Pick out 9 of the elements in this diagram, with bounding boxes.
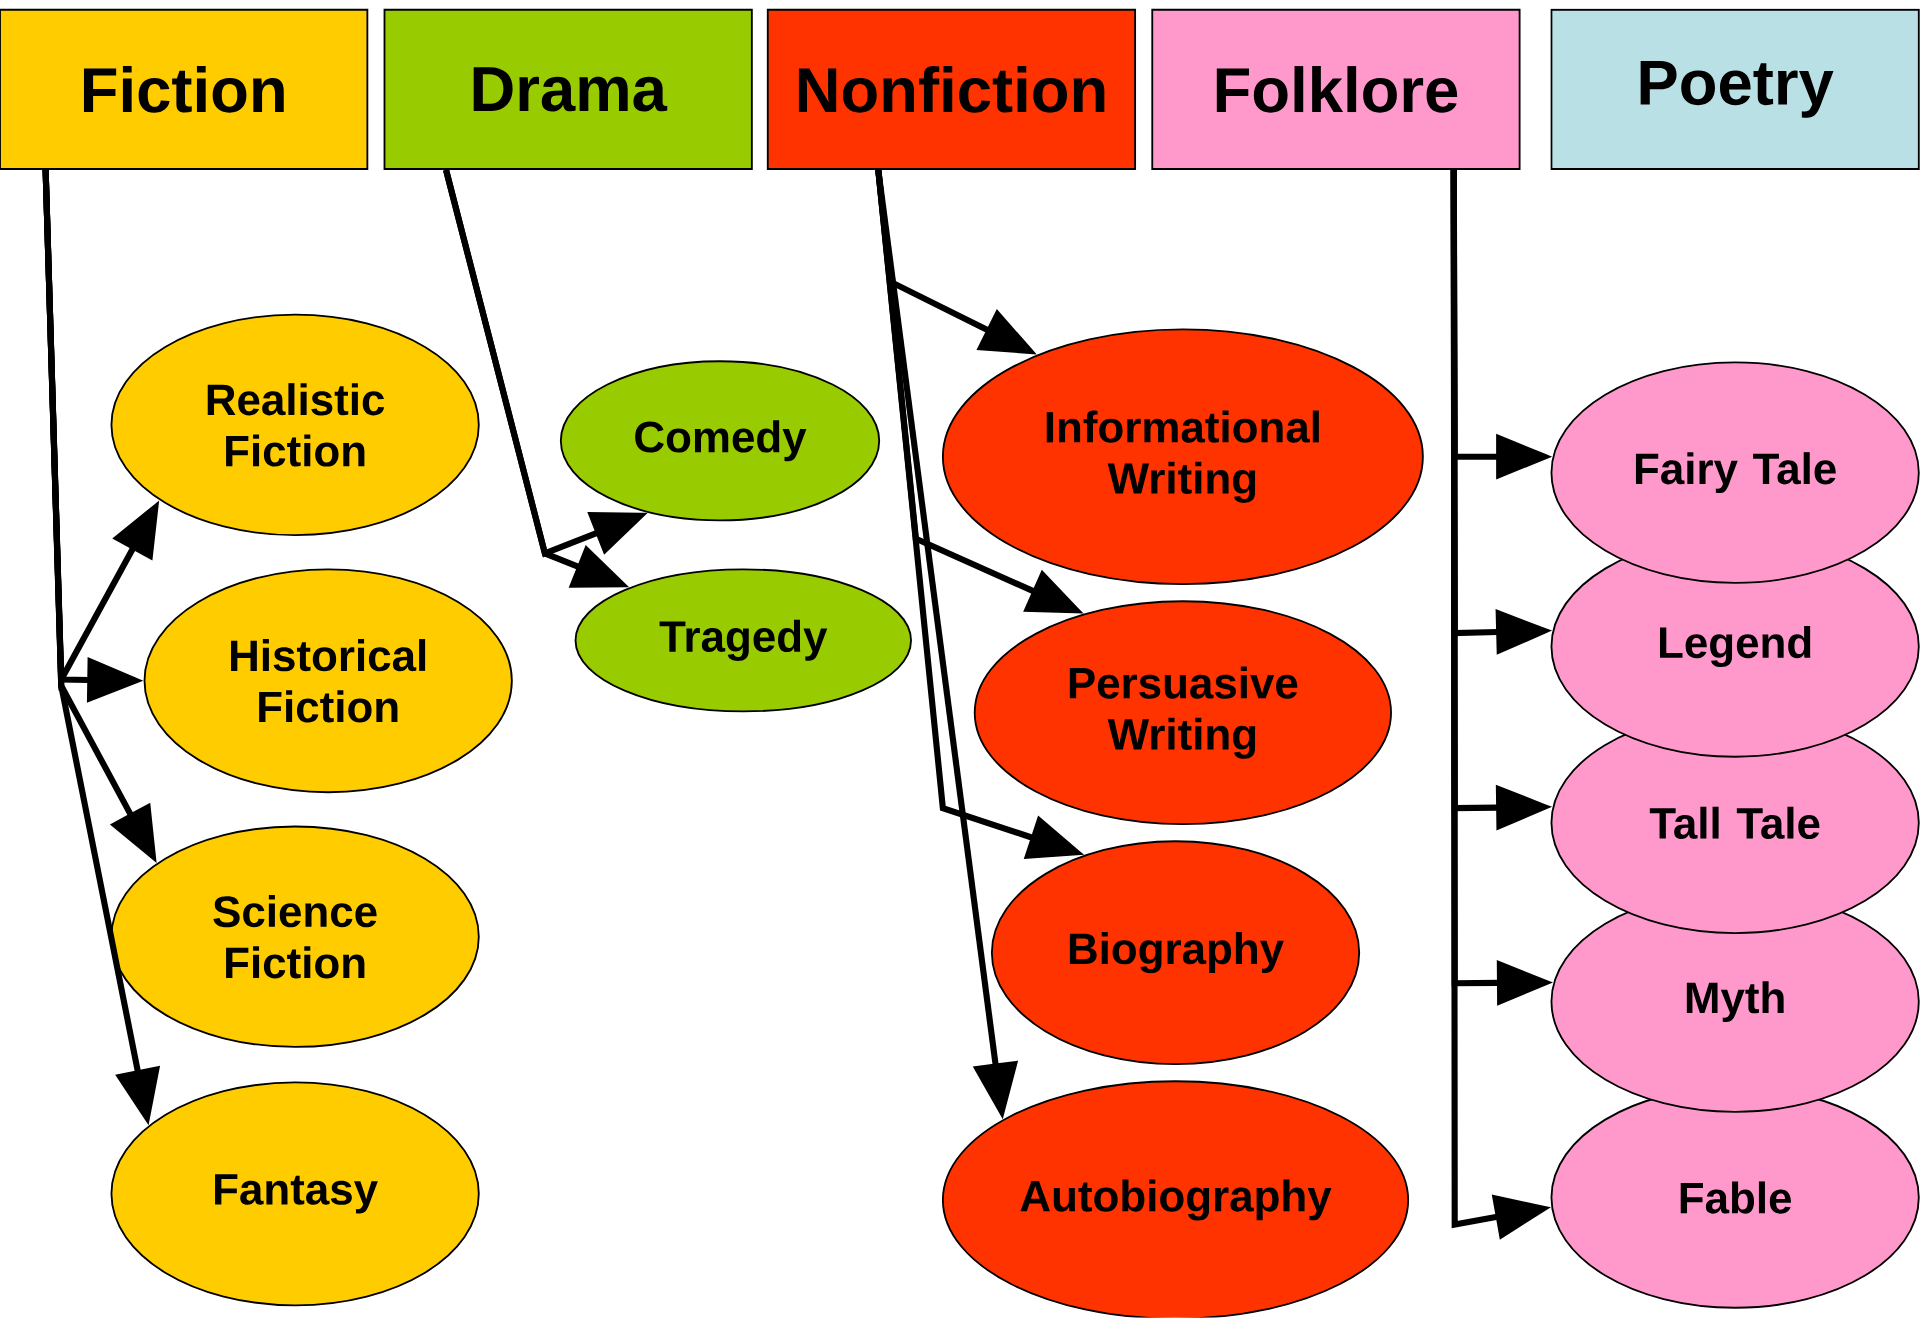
category-box: Fiction bbox=[0, 9, 369, 171]
category-box: Drama bbox=[383, 9, 753, 171]
node-label: Tall Tale bbox=[1649, 806, 1820, 840]
node-label: Legend bbox=[1659, 626, 1811, 668]
category-box: Poetry bbox=[1550, 9, 1920, 171]
category-box: Nonfiction bbox=[766, 9, 1137, 171]
node-label: Myth bbox=[1686, 981, 1784, 1023]
category-box: Folklore bbox=[1151, 9, 1521, 171]
node-label: Fairy Tale bbox=[1635, 452, 1836, 494]
